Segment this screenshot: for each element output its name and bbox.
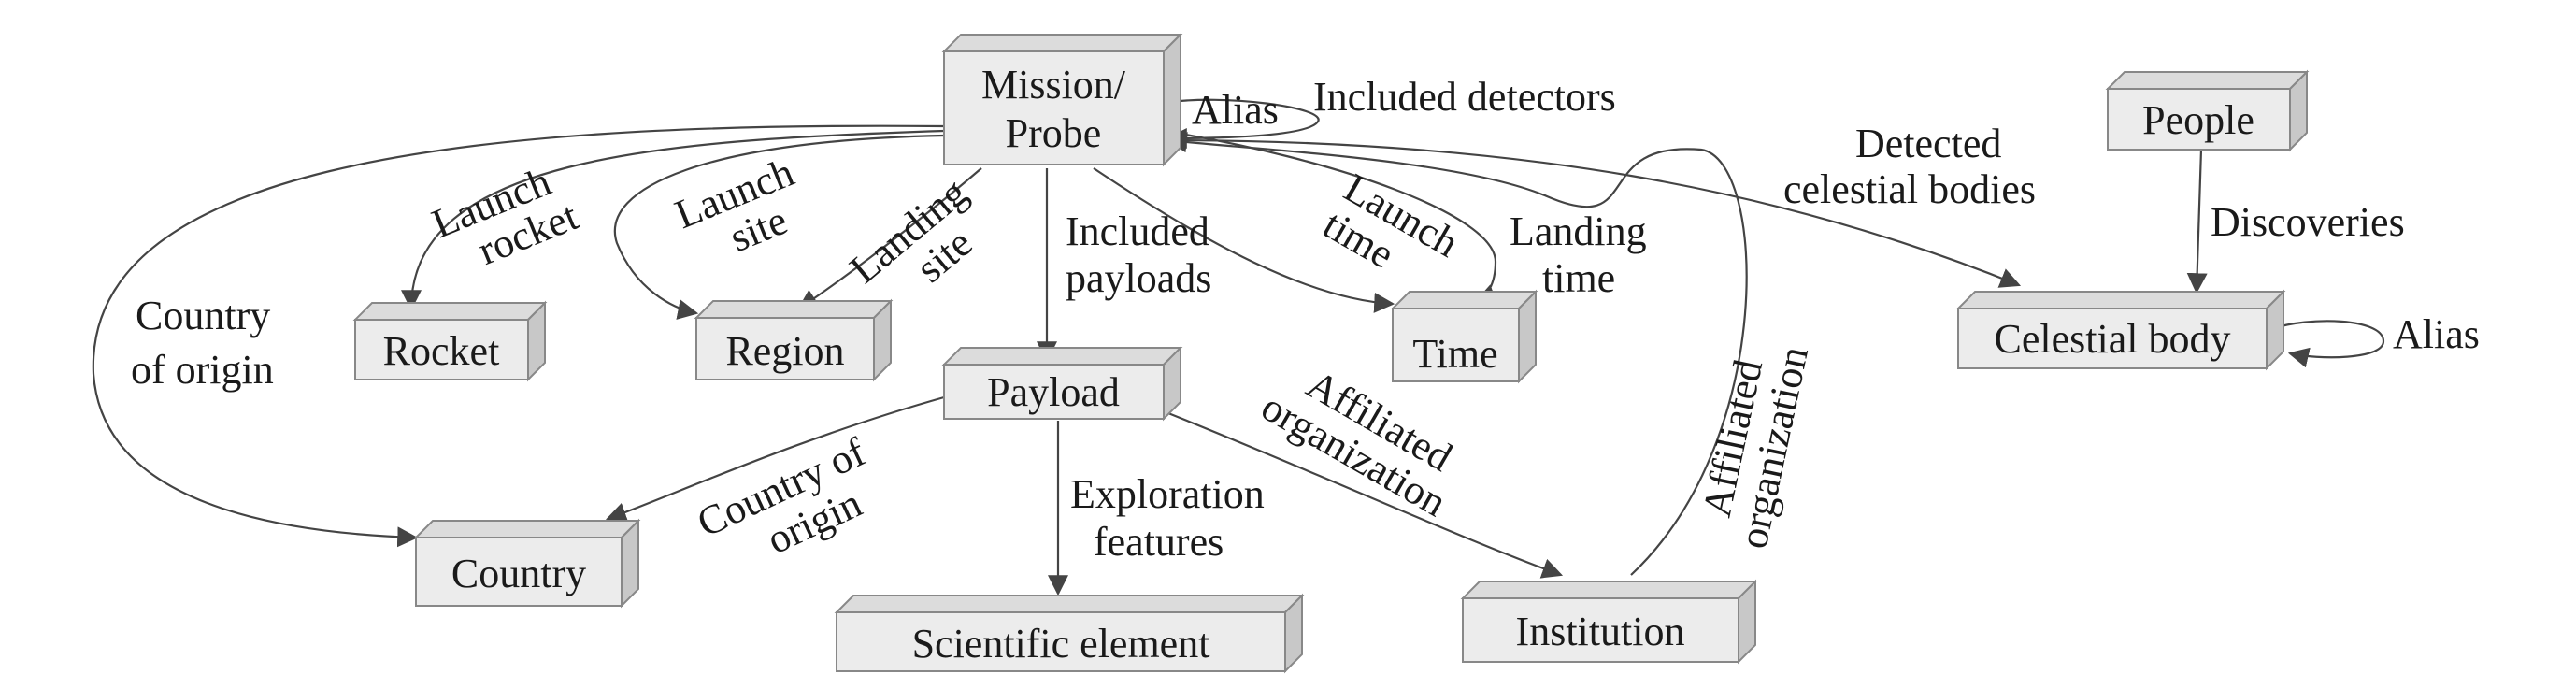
nodes: Mission/ Probe Rocket Region Payload <box>352 32 2310 674</box>
edge-label-detected-line2: celestial bodies <box>1783 166 2036 212</box>
edge-launch-time <box>1093 167 1395 313</box>
edge-detected-celestial-bodies <box>1163 138 2022 288</box>
node-label-rocket: Rocket <box>383 328 500 374</box>
edge-country-of-origin-payload <box>605 395 945 523</box>
edge-label-affiliated-org-mission: Affiliated organization <box>1694 342 1817 553</box>
edge-label-landing-time-line2: time <box>1542 255 1615 301</box>
node-institution: Institution <box>1460 579 1758 665</box>
node-rocket: Rocket <box>352 300 548 382</box>
edge-label-included-payloads-line1: Included <box>1066 208 1209 254</box>
edge-label-alias-mission: Alias <box>1192 87 1279 133</box>
edge-label-launch-time: Launch time <box>1316 165 1467 278</box>
edge-label-country-of-origin-mission-line2: of origin <box>131 347 274 393</box>
node-label-time: Time <box>1412 331 1497 377</box>
edge-landing-site <box>797 167 982 310</box>
node-mission-probe: Mission/ Probe <box>941 32 1183 167</box>
edge-label-exploration-features-line1: Exploration <box>1070 471 1265 517</box>
edge-label-included-payloads-line2: payloads <box>1066 255 1211 301</box>
node-country: Country <box>413 518 641 609</box>
edge-label-country-of-origin-mission-line1: Country <box>136 293 270 338</box>
edge-label-included-detectors: Included detectors <box>1313 74 1616 120</box>
node-time: Time <box>1390 289 1538 384</box>
edge-country-of-origin-mission <box>92 124 945 548</box>
edge-label-landing-time-line1: Landing <box>1510 208 1647 254</box>
node-celestial-body: Celestial body <box>1955 289 2286 371</box>
node-label-country: Country <box>451 551 586 596</box>
node-payload: Payload <box>941 345 1183 422</box>
edge-label-detected-line1: Detected <box>1855 121 2001 166</box>
edge-launch-site <box>613 134 945 320</box>
edge-discoveries <box>2186 149 2208 294</box>
edge-label-exploration-features-line2: features <box>1094 519 1224 565</box>
node-people: People <box>2105 69 2310 152</box>
node-label-scientific-element: Scientific element <box>912 621 1210 667</box>
node-label-payload: Payload <box>987 369 1120 415</box>
node-label-people: People <box>2142 97 2254 143</box>
node-label-institution: Institution <box>1516 609 1685 654</box>
node-label-region: Region <box>725 328 844 374</box>
edge-alias-mission <box>1163 98 1320 149</box>
edge-label-discoveries: Discoveries <box>2211 199 2405 245</box>
edge-launch-rocket <box>401 129 945 311</box>
node-label-mission-line2: Probe <box>1006 110 1102 156</box>
edge-affiliated-org-payload <box>1163 409 1564 579</box>
edges <box>92 98 2385 596</box>
edge-label-country-of-origin-payload: Country of origin <box>691 428 873 563</box>
node-label-celestial-body: Celestial body <box>1995 316 2231 362</box>
edge-affiliated-org-mission <box>1166 132 1748 576</box>
edge-label-alias-celestial: Alias <box>2393 311 2480 357</box>
node-region: Region <box>694 298 894 382</box>
edge-landing-time <box>1163 129 1498 304</box>
edge-label-launch-rocket: Launch rocket <box>425 158 584 273</box>
edge-alias-celestial <box>2270 320 2385 368</box>
node-label-mission-line1: Mission/ <box>981 62 1126 108</box>
node-scientific-element: Scientific element <box>834 593 1305 674</box>
